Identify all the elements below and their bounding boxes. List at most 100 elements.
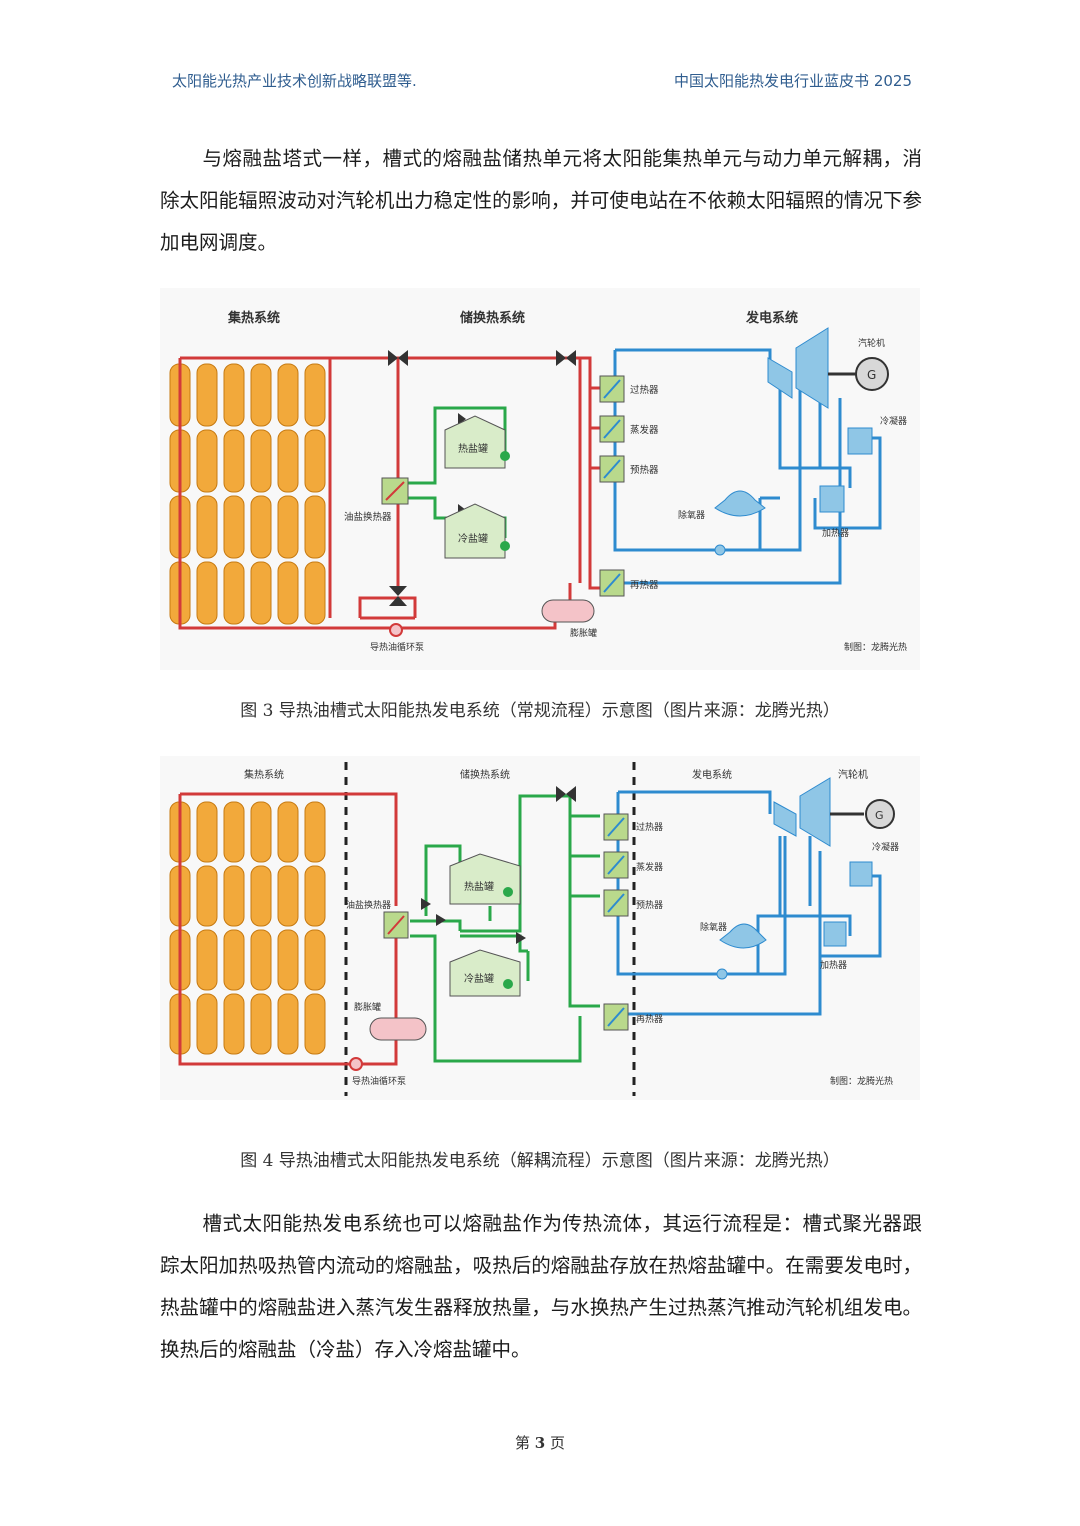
fig2-deaerator [719, 923, 767, 949]
fig1-evaporator-label: 蒸发器 [630, 424, 659, 436]
fig2-collector-trough [304, 929, 326, 991]
header-right: 中国太阳能热发电行业蓝皮书 2025 [674, 72, 912, 90]
fig1-collector-trough [223, 495, 245, 559]
fig1-power-title: 发电系统 [745, 310, 798, 326]
fig2-collector-trough [196, 865, 218, 927]
header-left: 太阳能光热产业技术创新战略联盟等. [172, 72, 417, 90]
fig1-water-loop [613, 348, 882, 585]
fig1-collector-trough [223, 561, 245, 625]
fig1-collector-trough [277, 561, 299, 625]
fig2-collector-trough [196, 801, 218, 863]
figure-1: 集热系统 储换热系统 发电系统 油盐换热器 [160, 288, 920, 670]
fig2-collector-trough [304, 801, 326, 863]
fig2-collector-trough [196, 993, 218, 1055]
fig2-turbine [773, 777, 831, 847]
fig2-collector-trough [277, 801, 299, 863]
fig1-reheater-label: 再热器 [630, 579, 659, 591]
fig1-deaerator [714, 490, 766, 517]
fig1-collector-trough [304, 363, 326, 427]
fig1-collector-trough [250, 363, 272, 427]
fig1-storage-title: 储换热系统 [459, 310, 525, 326]
fig2-reheater-label: 再热器 [636, 1013, 663, 1025]
fig1-condenser-label: 冷凝器 [880, 415, 907, 427]
page-number: 第 3 页 [0, 1432, 1080, 1453]
fig1-heater [819, 485, 845, 513]
fig2-generator [865, 799, 895, 829]
fig1-collector-trough [196, 429, 218, 493]
fig1-expansion-tank-label: 膨胀罐 [570, 627, 597, 639]
fig1-generator [855, 357, 889, 391]
paragraph-1: 与熔融盐塔式一样，槽式的熔融盐储热单元将太阳能集热单元与动力单元解耦，消除太阳能… [160, 138, 922, 264]
fig1-collector-field [169, 363, 326, 625]
fig2-collector-trough [196, 929, 218, 991]
fig2-oil-pump [349, 1057, 363, 1071]
fig2-collector-trough [223, 801, 245, 863]
fig2-valves [421, 786, 576, 944]
fig1-credit: 制图：龙腾光热 [844, 641, 907, 653]
fig1-collector-trough [250, 429, 272, 493]
fig2-collector-trough [277, 929, 299, 991]
fig2-hot-tank [449, 853, 521, 905]
fig2-collector-trough [277, 993, 299, 1055]
fig1-hot-tank [444, 415, 510, 469]
figure-2-diagram: 集热系统 储换热系统 发电系统 汽轮机 油盐换热器 [169, 762, 899, 1096]
fig2-expansion-tank [369, 1017, 427, 1041]
page-prefix: 第 [514, 1434, 530, 1452]
fig1-superheater-label: 过热器 [630, 384, 659, 396]
fig2-expansion-tank-label: 膨胀罐 [354, 1001, 381, 1013]
fig1-oil-pump-label: 导热油循环泵 [370, 641, 424, 653]
fig1-turbine-label: 汽轮机 [858, 337, 885, 349]
fig2-deaerator-label: 除氧器 [700, 921, 727, 933]
fig1-collector-title: 集热系统 [227, 310, 280, 326]
fig2-cold-tank-label: 冷盐罐 [464, 972, 494, 985]
fig1-collector-trough [304, 429, 326, 493]
fig2-oil-loop [178, 792, 404, 1066]
fig1-turbine [767, 327, 829, 409]
fig2-collector-trough [304, 865, 326, 927]
figure-1-caption: 图 3 导热油槽式太阳能热发电系统（常规流程）示意图（图片来源：龙腾光热） [240, 701, 840, 721]
fig2-collector-trough [277, 865, 299, 927]
fig1-collector-trough [277, 495, 299, 559]
fig2-condenser-label: 冷凝器 [872, 841, 899, 853]
fig2-hx-label: 油盐换热器 [346, 899, 391, 911]
fig1-collector-trough [250, 561, 272, 625]
fig1-collector-trough [250, 495, 272, 559]
fig2-condenser [849, 861, 873, 887]
fig1-collector-trough [277, 363, 299, 427]
fig1-oil-pump [389, 623, 403, 637]
fig1-hx-coil [385, 481, 405, 501]
fig2-oil-pump-label: 导热油循环泵 [352, 1075, 406, 1087]
fig2-collector-trough [223, 865, 245, 927]
page-number-value: 3 [534, 1434, 546, 1452]
fig1-expansion-tank [541, 599, 595, 623]
fig1-collector-trough [196, 495, 218, 559]
fig2-collector-trough [250, 993, 272, 1055]
fig1-condenser [847, 427, 873, 455]
fig2-salt-loop [410, 794, 600, 1063]
fig1-steam-generators [599, 375, 625, 597]
fig1-collector-trough [223, 363, 245, 427]
figure-1-diagram: 集热系统 储换热系统 发电系统 油盐换热器 [169, 310, 907, 653]
figure-2-caption: 图 4 导热油槽式太阳能热发电系统（解耦流程）示意图（图片来源：龙腾光热） [240, 1151, 840, 1171]
fig1-collector-trough [277, 429, 299, 493]
fig1-valves [388, 350, 576, 606]
fig2-cold-tank [449, 949, 521, 997]
fig2-steam-generators [603, 813, 629, 1031]
fig1-preheater-label: 预热器 [630, 464, 659, 476]
fig2-power-title: 发电系统 [692, 768, 732, 781]
fig1-heater-label: 加热器 [822, 527, 849, 539]
fig2-evaporator-label: 蒸发器 [636, 861, 663, 873]
fig1-generator-label: G [867, 368, 876, 382]
fig2-collector-title: 集热系统 [244, 768, 284, 781]
fig2-collector-trough [304, 993, 326, 1055]
figure-2: 集热系统 储换热系统 发电系统 汽轮机 油盐换热器 [160, 756, 920, 1100]
fig1-hot-tank-label: 热盐罐 [458, 442, 488, 455]
fig1-collector-trough [196, 363, 218, 427]
fig1-cold-tank [444, 503, 510, 559]
fig1-oil-loop [178, 356, 600, 630]
fig2-collector-trough [250, 929, 272, 991]
fig2-collector-trough [223, 929, 245, 991]
fig2-generator-label: G [875, 809, 884, 822]
fig2-heater [823, 921, 847, 947]
fig1-feed-pump [714, 544, 726, 556]
